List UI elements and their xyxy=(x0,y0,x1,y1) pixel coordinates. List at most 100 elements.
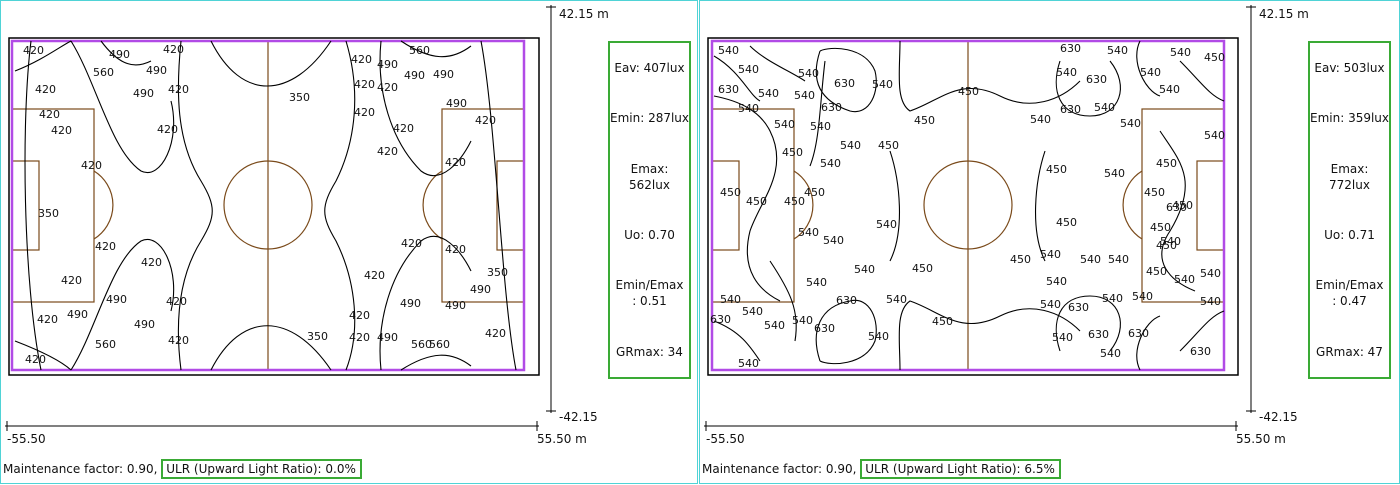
contour-label: 420 xyxy=(354,78,375,91)
eav-value: Eav: 407lux xyxy=(614,61,685,76)
contour-label: 560 xyxy=(95,338,116,351)
maintenance-factor: Maintenance factor: 0.90, xyxy=(702,462,857,476)
contour-label: 540 xyxy=(1102,292,1123,305)
y-axis-top-label: 42.15 m xyxy=(559,7,609,21)
contour-label: 490 xyxy=(404,69,425,82)
contour-label: 540 xyxy=(774,118,795,131)
contour-label: 450 xyxy=(912,262,933,275)
contour-label: 540 xyxy=(820,157,841,170)
contour-label: 490 xyxy=(445,299,466,312)
contour-label: 630 xyxy=(718,83,739,96)
emax-value: Emax: 562lux xyxy=(629,161,670,192)
contour-label: 450 xyxy=(1156,239,1177,252)
contour-label: 420 xyxy=(39,108,60,121)
contour-label: 540 xyxy=(1174,273,1195,286)
contour-label: 540 xyxy=(1204,129,1225,142)
contour-label: 540 xyxy=(810,120,831,133)
contour-label: 540 xyxy=(1100,347,1121,360)
contour-label: 560 xyxy=(411,338,432,351)
contour-label: 490 xyxy=(400,297,421,310)
contour-label: 540 xyxy=(806,276,827,289)
contour-label: 350 xyxy=(307,330,328,343)
contour-label: 490 xyxy=(134,318,155,331)
contour-label: 490 xyxy=(377,331,398,344)
contour-label: 630 xyxy=(1060,103,1081,116)
contour-label: 540 xyxy=(1040,248,1061,261)
emin-value: Emin: 287lux xyxy=(610,111,690,126)
stats-box-right: Eav: 503lux Emin: 359lux Emax: 772lux Uo… xyxy=(1308,41,1391,379)
contour-label: 450 xyxy=(784,195,805,208)
contour-label: 420 xyxy=(37,313,58,326)
contour-labels: 420 490 420 560 490 420 420 490 420 420 … xyxy=(23,43,508,366)
contour-label: 540 xyxy=(840,139,861,152)
x-axis-right-label: 55.50 m xyxy=(537,432,587,446)
contour-label: 540 xyxy=(1040,298,1061,311)
illuminance-panel-left: 420 490 420 560 490 420 420 490 420 420 … xyxy=(0,0,698,484)
contour-label: 540 xyxy=(1200,295,1221,308)
contour-label: 420 xyxy=(168,334,189,347)
contour-label: 630 xyxy=(1190,345,1211,358)
contour-label: 490 xyxy=(433,68,454,81)
field-boundary xyxy=(710,39,1226,372)
contour-label: 540 xyxy=(1108,253,1129,266)
contour-label: 540 xyxy=(1140,66,1161,79)
contour-label: 420 xyxy=(445,243,466,256)
contour-label: 450 xyxy=(746,195,767,208)
contour-label: 350 xyxy=(487,266,508,279)
contour-label: 450 xyxy=(1046,163,1067,176)
contour-lines xyxy=(713,40,1225,371)
contour-label: 540 xyxy=(1104,167,1125,180)
contour-label: 560 xyxy=(93,66,114,79)
contour-label: 420 xyxy=(475,114,496,127)
axis-lines xyxy=(704,5,1256,431)
contour-label: 450 xyxy=(804,186,825,199)
contour-label: 630 xyxy=(1068,301,1089,314)
contour-label: 540 xyxy=(876,218,897,231)
contour-label: 490 xyxy=(67,308,88,321)
contour-label: 490 xyxy=(377,58,398,71)
contour-label: 630 xyxy=(1086,73,1107,86)
contour-label: 540 xyxy=(1052,331,1073,344)
contour-label: 420 xyxy=(51,124,72,137)
contour-label: 450 xyxy=(1172,199,1193,212)
contour-label: 540 xyxy=(764,319,785,332)
contour-label: 540 xyxy=(823,234,844,247)
contour-label: 630 xyxy=(821,101,842,114)
contour-label: 540 xyxy=(742,305,763,318)
contour-label: 540 xyxy=(1200,267,1221,280)
contour-label: 540 xyxy=(798,67,819,80)
contour-label: 630 xyxy=(1088,328,1109,341)
contour-label: 540 xyxy=(1170,46,1191,59)
contour-label: 630 xyxy=(1128,327,1149,340)
contour-label: 450 xyxy=(1056,216,1077,229)
contour-label: 540 xyxy=(1094,101,1115,114)
contour-label: 560 xyxy=(429,338,450,351)
contour-label: 450 xyxy=(1144,186,1165,199)
contour-label: 540 xyxy=(886,293,907,306)
contour-label: 450 xyxy=(914,114,935,127)
contour-label: 540 xyxy=(1132,290,1153,303)
contour-label: 560 xyxy=(409,44,430,57)
y-axis-bottom-label: -42.15 xyxy=(559,410,598,424)
illuminance-panel-right: 540 630 540 540 540 540 540 630 630 540 … xyxy=(699,0,1400,484)
contour-label: 540 xyxy=(1046,275,1067,288)
contour-label: 450 xyxy=(932,315,953,328)
maintenance-factor: Maintenance factor: 0.90, xyxy=(3,462,158,476)
contour-label: 450 xyxy=(958,85,979,98)
contour-label: 490 xyxy=(109,48,130,61)
uo-value: Uo: 0.70 xyxy=(624,228,675,243)
contour-label: 420 xyxy=(349,331,370,344)
contour-label: 450 xyxy=(1150,221,1171,234)
contour-label: 540 xyxy=(1160,235,1181,248)
contour-label: 420 xyxy=(61,274,82,287)
footer-right: Maintenance factor: 0.90, ULR (Upward Li… xyxy=(702,459,1061,479)
emin-emax-ratio: Emin/Emax : 0.51 xyxy=(616,277,684,309)
contour-label: 420 xyxy=(166,295,187,308)
contour-label: 540 xyxy=(738,63,759,76)
ulr-value: ULR (Upward Light Ratio): 6.5% xyxy=(860,459,1061,479)
plot-frame xyxy=(707,37,1239,376)
contour-label: 540 xyxy=(1107,44,1128,57)
contour-label: 540 xyxy=(868,330,889,343)
contour-label: 630 xyxy=(836,294,857,307)
contour-label: 630 xyxy=(1060,42,1081,55)
